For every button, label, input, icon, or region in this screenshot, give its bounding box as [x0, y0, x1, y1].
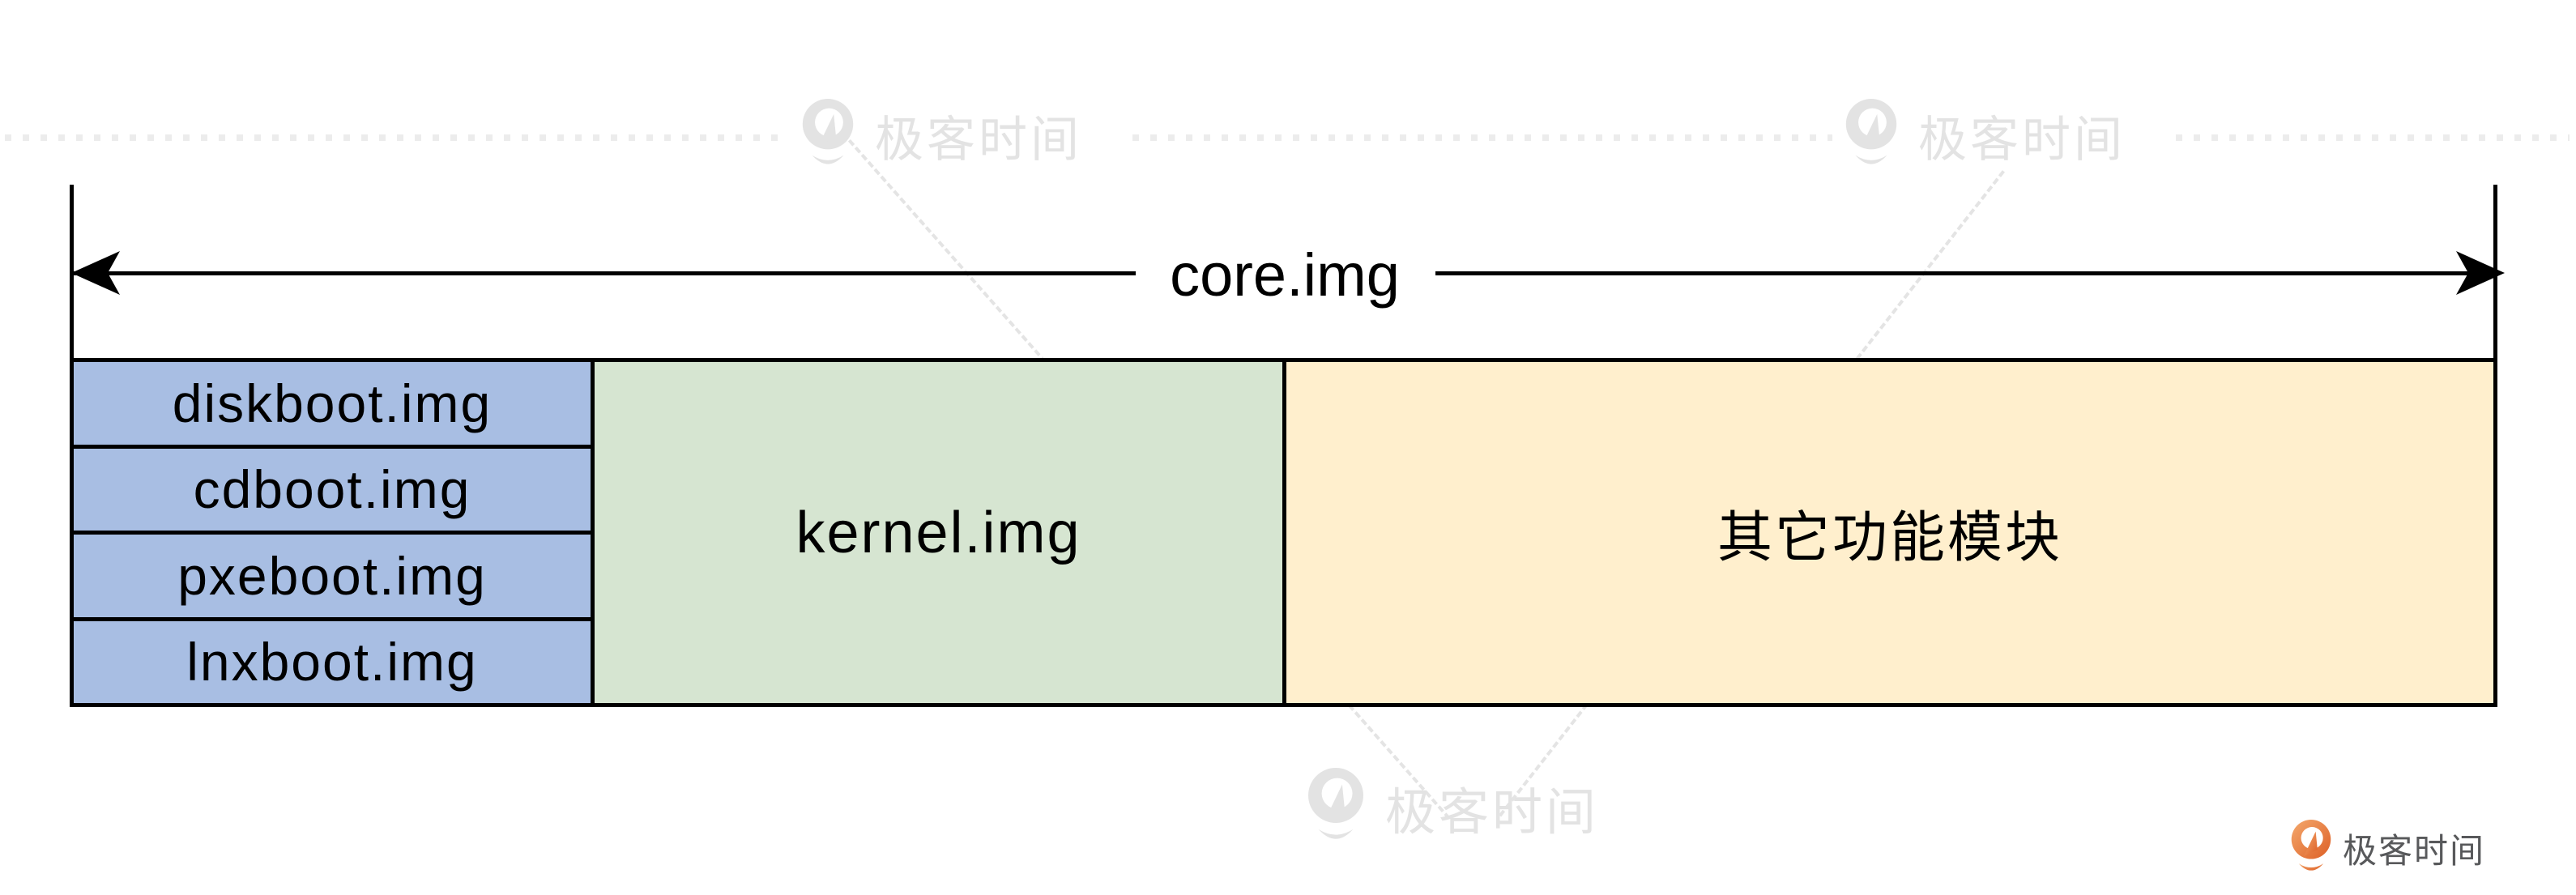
geektime-logo: 极客时间 — [2291, 820, 2485, 876]
geektime-pin-icon — [2291, 820, 2331, 871]
geektime-pin-icon — [1845, 99, 1897, 164]
other-modules-section: 其它功能模块 — [1286, 362, 2493, 703]
watermark-geektime-bottom-center: 极客时间 — [1307, 768, 1599, 847]
core-img-bar: diskboot.img cdboot.img pxeboot.img lnxb… — [70, 358, 2497, 707]
watermark-text: 极客时间 — [1385, 785, 1600, 841]
geektime-pin-icon — [1308, 768, 1363, 839]
boot-image-row-cdboot: cdboot.img — [74, 448, 591, 531]
measure-tick-left — [70, 185, 74, 360]
dotted-divider-right — [2176, 134, 2570, 141]
geektime-logo-text: 极客时间 — [2343, 831, 2486, 870]
kernel-img-section: kernel.img — [595, 362, 1282, 703]
measure-line-right-segment — [1435, 271, 2495, 275]
watermark-geektime-top-right: 极客时间 — [1845, 99, 2126, 172]
measure-line-left-segment — [73, 271, 1136, 275]
boot-image-row-lnxboot: lnxboot.img — [74, 620, 591, 703]
boot-image-row-diskboot: diskboot.img — [74, 362, 591, 445]
arrowhead-left-icon — [71, 251, 120, 295]
watermark-geektime-top-left: 极客时间 — [802, 99, 1082, 172]
dotted-divider-middle — [1132, 134, 1832, 141]
boot-image-row-pxeboot: pxeboot.img — [74, 535, 591, 617]
arrowhead-right-icon — [2456, 251, 2505, 295]
watermark-text: 极客时间 — [875, 112, 1082, 167]
boot-images-stack: diskboot.img cdboot.img pxeboot.img lnxb… — [74, 362, 591, 703]
dotted-divider-left — [5, 134, 781, 141]
watermark-text: 极客时间 — [1918, 112, 2126, 167]
geektime-pin-icon — [802, 99, 854, 164]
measure-label-core-img: core.img — [1170, 241, 1400, 309]
